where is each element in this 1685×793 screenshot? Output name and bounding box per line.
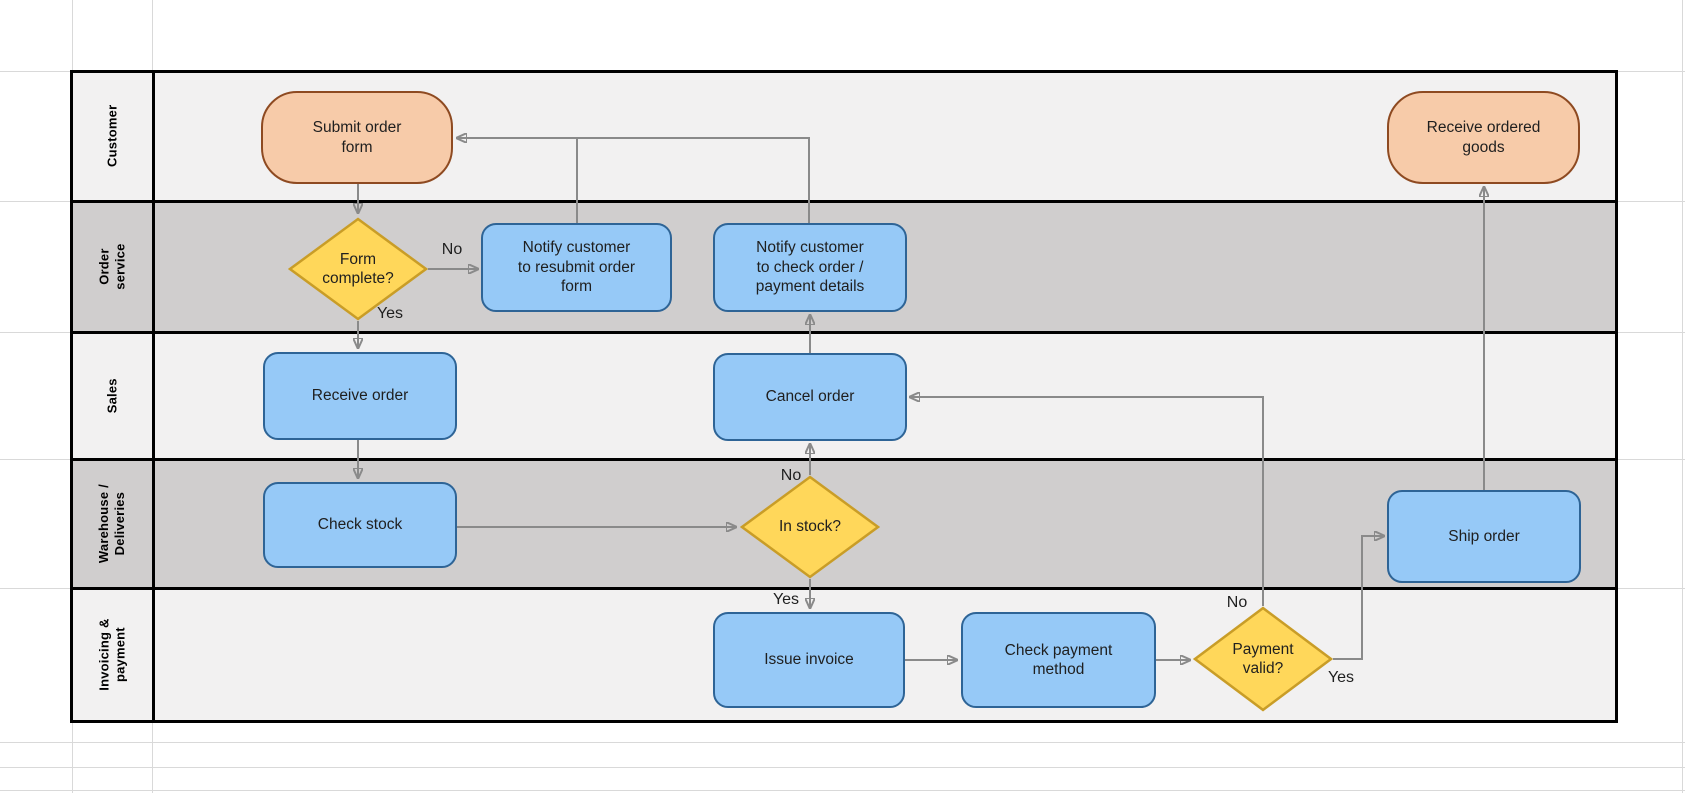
node-receive-order-label: Receive order <box>311 387 409 405</box>
connector-payment-valid-yes-to-ship-order[interactable] <box>1333 536 1384 660</box>
node-notify-resubmit-label: Notify customer to resubmit order form <box>517 239 636 296</box>
lane-header-sales[interactable]: Sales <box>71 332 153 459</box>
gridline <box>0 767 1685 768</box>
node-receive-ordered-goods-label: Receive ordered goods <box>1426 119 1541 156</box>
node-notify-check-label: Notify customer to check order / payment… <box>755 239 865 296</box>
gridline <box>1617 459 1685 460</box>
node-submit-order-form-label: Submit order form <box>312 119 402 156</box>
table-border <box>71 70 1617 73</box>
node-check-payment[interactable]: Check payment method <box>961 612 1156 708</box>
node-check-payment-label: Check payment method <box>1004 641 1113 678</box>
node-in-stock-label: In stock? <box>778 518 842 536</box>
node-issue-invoice-label: Issue invoice <box>764 651 854 669</box>
node-check-stock[interactable]: Check stock <box>263 482 457 568</box>
node-payment-valid-label: Payment valid? <box>1232 640 1294 677</box>
edge-label-payment-valid-yes: Yes <box>1327 669 1355 686</box>
node-issue-invoice[interactable]: Issue invoice <box>713 612 905 708</box>
node-receive-ordered-goods[interactable]: Receive ordered goods <box>1387 91 1580 184</box>
lane-header-customer[interactable]: Customer <box>71 71 153 201</box>
node-ship-order[interactable]: Ship order <box>1387 490 1581 583</box>
node-form-complete-label: Form complete? <box>322 250 394 287</box>
gridline <box>1617 71 1685 72</box>
edge-label-in-stock-no: No <box>780 467 802 484</box>
gridline <box>1617 201 1685 202</box>
lane-header-order-service[interactable]: Order service <box>71 201 153 332</box>
diamond-shape <box>288 217 428 321</box>
node-cancel-order[interactable]: Cancel order <box>713 353 907 441</box>
table-border <box>71 720 1617 723</box>
diamond-shape <box>1193 606 1333 712</box>
gridline <box>0 459 71 460</box>
node-cancel-order-label: Cancel order <box>765 388 855 406</box>
gridline <box>0 71 71 72</box>
table-border <box>70 70 73 723</box>
node-ship-order-label: Ship order <box>1448 527 1520 545</box>
node-payment-valid[interactable]: Payment valid? <box>1193 606 1333 712</box>
node-notify-check[interactable]: Notify customer to check order / payment… <box>713 223 907 312</box>
lane-header-warehouse[interactable]: Warehouse / Deliveries <box>71 459 153 588</box>
gridline <box>152 722 153 793</box>
gridline <box>0 332 71 333</box>
lane-divider <box>71 331 1617 334</box>
lane-divider <box>71 200 1617 203</box>
node-check-stock-label: Check stock <box>317 516 403 534</box>
diamond-shape <box>740 475 880 579</box>
connector-payment-valid-no-to-cancel-order[interactable] <box>910 397 1264 606</box>
gridline <box>72 722 73 793</box>
node-receive-order[interactable]: Receive order <box>263 352 457 440</box>
gridline <box>0 588 71 589</box>
gridline <box>0 790 1685 791</box>
gridline <box>1617 588 1685 589</box>
node-submit-order-form[interactable]: Submit order form <box>261 91 453 184</box>
lane-header-invoicing[interactable]: Invoicing & payment <box>71 588 153 722</box>
node-notify-resubmit[interactable]: Notify customer to resubmit order form <box>481 223 672 312</box>
connector-notify-check-to-submit[interactable] <box>457 138 810 223</box>
gridline <box>0 742 1685 743</box>
node-in-stock[interactable]: In stock? <box>740 475 880 579</box>
gridline <box>1617 332 1685 333</box>
lane-divider <box>71 458 1617 461</box>
gridline <box>0 201 71 202</box>
edge-label-payment-valid-no: No <box>1226 594 1248 611</box>
table-border <box>1615 70 1618 723</box>
header-column-divider <box>152 70 155 723</box>
gridline <box>1682 0 1683 793</box>
edge-label-form-complete-no: No <box>441 241 463 258</box>
gridline <box>152 0 153 71</box>
edge-label-form-complete-yes: Yes <box>376 305 404 322</box>
node-form-complete[interactable]: Form complete? <box>288 217 428 321</box>
lane-divider <box>71 587 1617 590</box>
gridline <box>72 0 73 71</box>
edge-label-in-stock-yes: Yes <box>772 591 800 608</box>
